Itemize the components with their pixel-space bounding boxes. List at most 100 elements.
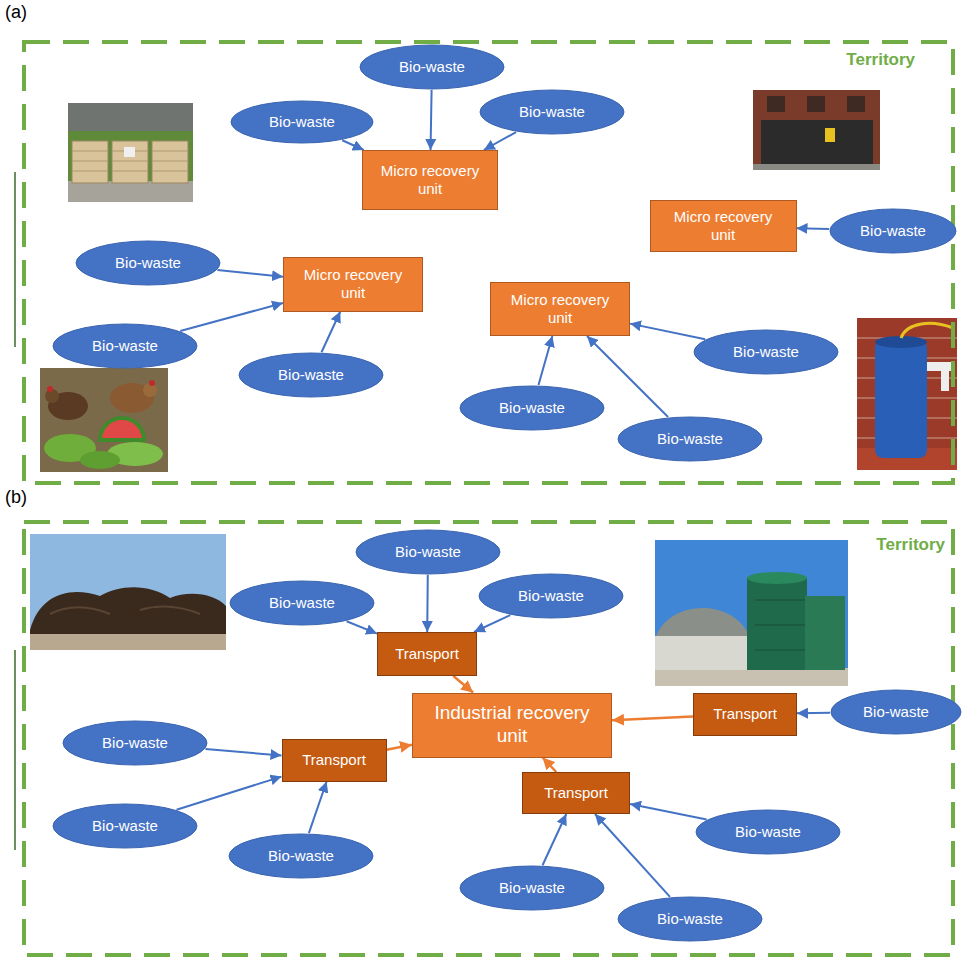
ellipse-outline xyxy=(831,690,961,734)
waste-arrow xyxy=(426,575,429,632)
bio-waste-ellipse: Bio-waste xyxy=(617,416,763,462)
compost-bins-photo xyxy=(68,103,193,202)
bio-waste-ellipse: Bio-waste xyxy=(230,100,374,144)
ellipse-outline xyxy=(618,417,762,461)
bio-waste-ellipse: Bio-waste xyxy=(229,580,375,626)
ellipse-outline xyxy=(479,574,623,618)
ellipse-outline xyxy=(460,866,604,910)
ellipse-outline xyxy=(53,804,197,848)
bio-waste-ellipse: Bio-waste xyxy=(830,689,962,735)
node-label: Bio-waste xyxy=(269,594,335,612)
region-label: Territory xyxy=(846,50,915,70)
ellipse-outline xyxy=(360,45,504,89)
waste-arrow xyxy=(630,324,705,340)
bio-waste-ellipse: Bio-waste xyxy=(52,323,198,369)
territory-region: TerritoryBio-wasteBio-wasteBio-wasteTran… xyxy=(22,520,955,957)
chickens-photo xyxy=(40,368,168,472)
bio-waste-ellipse: Bio-waste xyxy=(478,573,624,619)
ellipse-outline xyxy=(480,90,624,134)
ellipse-outline xyxy=(229,834,373,878)
bio-waste-ellipse: Bio-waste xyxy=(479,89,625,135)
bio-waste-ellipse: Bio-waste xyxy=(355,529,501,575)
ellipse-outline xyxy=(830,209,956,253)
waste-arrow xyxy=(595,814,670,897)
waste-arrow xyxy=(347,621,377,633)
node-label: Micro recovery unit xyxy=(504,291,616,327)
node-label: Bio-waste xyxy=(863,703,929,721)
bio-waste-ellipse: Bio-waste xyxy=(75,240,221,286)
bio-waste-ellipse: Bio-waste xyxy=(62,720,208,766)
transport-box: Transport xyxy=(693,693,797,736)
barrel-photo xyxy=(857,318,957,470)
transport-arrow xyxy=(387,745,413,750)
waste-arrow xyxy=(205,749,281,755)
node-label: Bio-waste xyxy=(102,734,168,752)
bio-waste-ellipse: Bio-waste xyxy=(52,803,198,849)
waste-arrow xyxy=(180,303,283,331)
recovery-box: Micro recovery unit xyxy=(650,200,797,252)
ellipse-outline xyxy=(356,530,500,574)
transport-box: Transport xyxy=(522,772,630,814)
compost-heap-photo xyxy=(30,534,226,650)
ellipse-outline xyxy=(696,810,840,854)
node-label: Bio-waste xyxy=(278,366,344,384)
ellipse-outline xyxy=(460,386,604,430)
node-label: Bio-waste xyxy=(399,58,465,76)
node-label: Micro recovery unit xyxy=(667,208,779,244)
waste-arrow xyxy=(630,804,707,820)
node-label: Bio-waste xyxy=(269,113,335,131)
waste-arrow xyxy=(431,90,432,150)
transport-arrow xyxy=(453,676,473,693)
node-label: Bio-waste xyxy=(735,823,801,841)
recovery-box: Micro recovery unit xyxy=(362,150,498,210)
bio-waste-ellipse: Bio-waste xyxy=(459,385,605,431)
node-label: Bio-waste xyxy=(499,879,565,897)
transport-box: Transport xyxy=(282,739,387,782)
recovery-box: Micro recovery unit xyxy=(490,282,630,336)
bio-waste-ellipse: Bio-waste xyxy=(695,809,841,855)
bio-waste-ellipse: Bio-waste xyxy=(359,44,505,90)
transport-box: Transport xyxy=(377,632,477,676)
node-label: Transport xyxy=(395,645,459,663)
waste-arrow xyxy=(538,336,552,385)
waste-arrow xyxy=(797,712,830,714)
ellipse-outline xyxy=(230,581,374,625)
bio-waste-ellipse: Bio-waste xyxy=(228,833,374,879)
ellipse-outline xyxy=(63,721,207,765)
node-label: Bio-waste xyxy=(657,430,723,448)
ellipse-outline xyxy=(53,324,197,368)
node-label: Transport xyxy=(302,751,366,769)
dashed-outline xyxy=(24,522,953,955)
ellipse-outline xyxy=(239,353,383,397)
node-label: Bio-waste xyxy=(92,817,158,835)
node-label: Bio-waste xyxy=(395,543,461,561)
region-label: Territory xyxy=(876,535,945,555)
ellipse-outline xyxy=(76,241,220,285)
waste-arrow xyxy=(177,777,282,810)
node-label: Bio-waste xyxy=(268,847,334,865)
node-label: Bio-waste xyxy=(92,337,158,355)
node-label: Bio-waste xyxy=(657,910,723,928)
bio-waste-ellipse: Bio-waste xyxy=(829,208,957,254)
node-label: Transport xyxy=(544,784,608,802)
node-label: Bio-waste xyxy=(499,399,565,417)
transport-arrow xyxy=(543,758,557,773)
bio-waste-ellipse: Bio-waste xyxy=(693,329,839,375)
node-label: Micro recovery unit xyxy=(297,266,409,302)
panel-label: (b) xyxy=(5,487,27,508)
node-label: Bio-waste xyxy=(115,254,181,272)
ellipse-outline xyxy=(694,330,838,374)
bio-waste-ellipse: Bio-waste xyxy=(459,865,605,911)
waste-arrow xyxy=(309,782,327,834)
ellipse-outline xyxy=(231,101,373,143)
ellipse-outline xyxy=(618,897,762,941)
waste-arrow xyxy=(543,814,567,865)
waste-arrow xyxy=(342,140,364,150)
node-label: Industrial recovery unit xyxy=(432,702,592,748)
transport-arrow xyxy=(612,716,693,720)
side-rule xyxy=(14,172,16,347)
recovery-box: Micro recovery unit xyxy=(283,257,423,312)
dashed-outline xyxy=(24,42,953,483)
waste-arrow xyxy=(797,227,830,230)
